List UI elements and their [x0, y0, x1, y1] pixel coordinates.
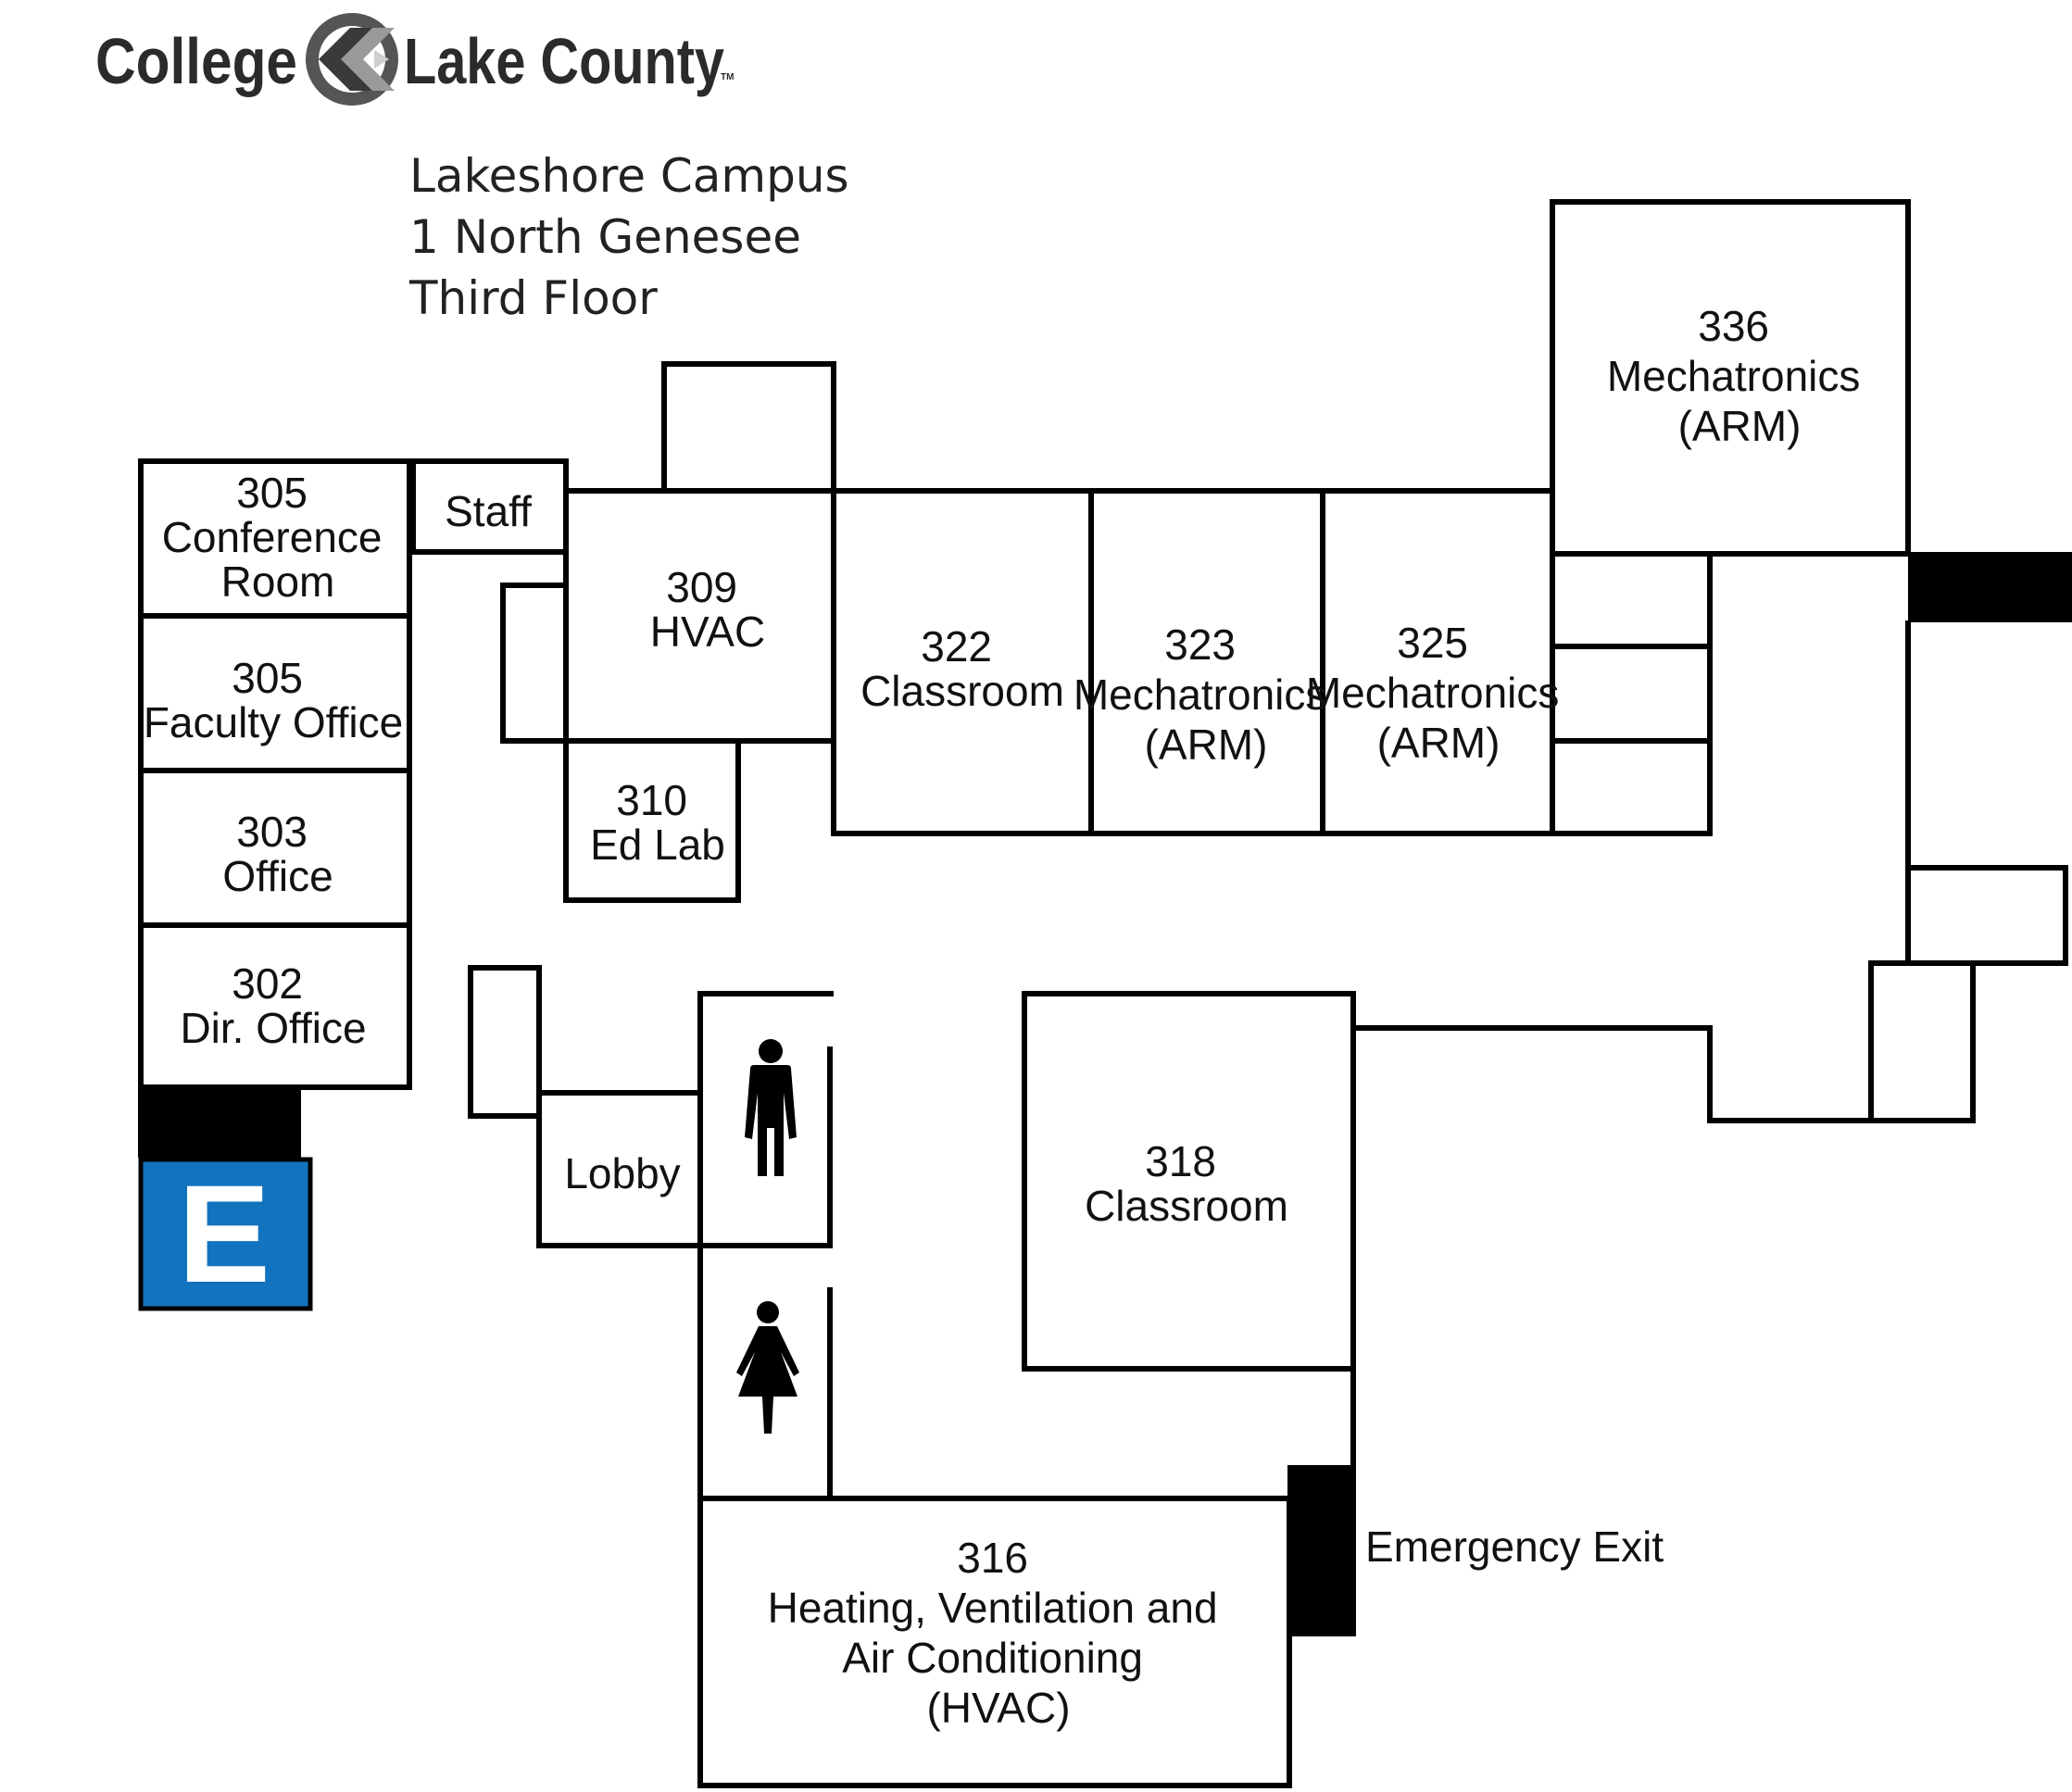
label-325: 325 Mechatronics (ARM): [1306, 619, 1571, 767]
room-302[interactable]: [138, 922, 412, 1090]
room-310[interactable]: [563, 741, 741, 903]
stair-block-west: [139, 1089, 301, 1159]
logo-trademark: TM: [721, 72, 734, 82]
shaft-above-309: [661, 361, 836, 491]
label-staff: Staff: [445, 487, 532, 535]
closet-309: [500, 583, 566, 744]
label-323: 323 Mechatronics (ARM): [1074, 620, 1338, 769]
man-restroom-icon: [745, 1039, 797, 1176]
room-336[interactable]: [1550, 199, 1911, 557]
logo-text-college: College: [95, 25, 297, 97]
college-logo: College Lake County TM: [95, 13, 734, 106]
stair-block-east: [1908, 552, 2072, 622]
campus-address: 1 North Genesee: [409, 210, 801, 264]
elevator-box: [138, 1157, 313, 1311]
label-302: 302 Dir. Office: [180, 959, 366, 1052]
room-lobby[interactable]: [536, 1090, 703, 1248]
floor-name: Third Floor: [408, 271, 658, 325]
lobby-closet: [468, 965, 542, 1119]
elevator[interactable]: E: [138, 1156, 313, 1311]
room-316[interactable]: [697, 1496, 1292, 1788]
label-lobby: Lobby: [564, 1149, 680, 1197]
label-310: 310 Ed Lab: [590, 776, 725, 869]
label-336: 336 Mechatronics (ARM): [1607, 302, 1872, 450]
label-305-conference: 305 Conference Room: [162, 469, 395, 606]
restroom-block: [697, 991, 834, 1498]
mens-restroom-wall: [700, 1046, 833, 1248]
logo-mark-icon: [306, 13, 398, 106]
label-emergency-exit: Emergency Exit: [1365, 1523, 1664, 1571]
logo-text-lake-county: Lake County: [404, 25, 724, 97]
campus-name: Lakeshore Campus: [409, 149, 849, 203]
label-322: 322 Classroom: [860, 622, 1064, 715]
label-303: 303 Office: [222, 808, 333, 900]
label-318: 318 Classroom: [1085, 1137, 1288, 1230]
label-305-faculty: 305 Faculty Office: [144, 654, 403, 746]
emergency-exit-block: [1287, 1465, 1356, 1636]
small-room-c: [1550, 738, 1713, 836]
label-309: 309 HVAC: [650, 563, 765, 656]
east-corridor: [1353, 960, 1976, 1123]
woman-restroom-icon: [736, 1301, 799, 1434]
small-room-a: [1550, 551, 1713, 649]
small-room-d: [1905, 865, 2068, 966]
room-318[interactable]: [1022, 991, 1356, 1372]
elevator-letter: E: [178, 1156, 270, 1311]
label-316: 316 Heating, Ventilation and Air Conditi…: [768, 1534, 1230, 1732]
small-room-b: [1550, 644, 1713, 744]
